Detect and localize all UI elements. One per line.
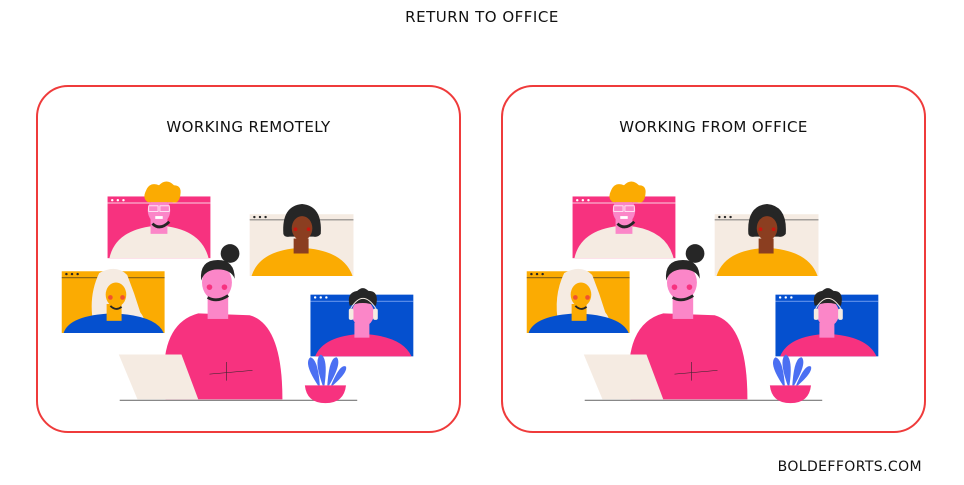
video-call-illustration [525,180,880,405]
panel-working-remotely: WORKING REMOTELY [36,85,461,433]
panel-label: WORKING REMOTELY [166,118,331,136]
site-credit: BOLDEFFORTS.COM [777,459,922,475]
video-call-illustration [60,180,415,405]
page-title: RETURN TO OFFICE [405,8,559,26]
panel-working-from-office: WORKING FROM OFFICE [501,85,926,433]
panel-label: WORKING FROM OFFICE [619,118,808,136]
